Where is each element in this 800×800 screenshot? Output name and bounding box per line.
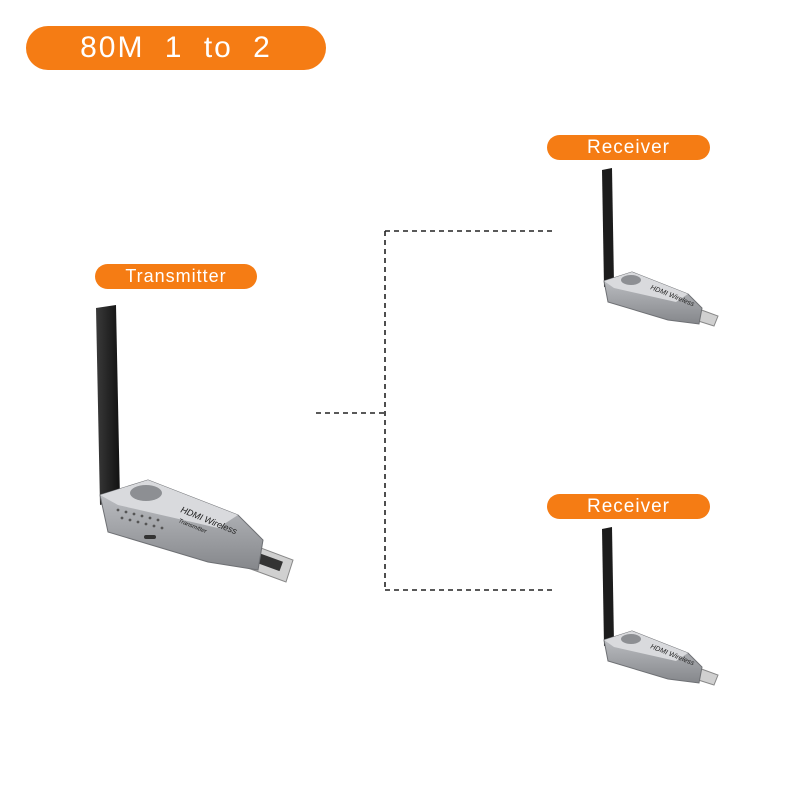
receiver-1-label: Receiver [547,135,710,160]
title-text: 80M 1 to 2 [80,31,272,64]
transmitter-label: Transmitter [95,264,257,289]
transmitter-label-text: Transmitter [125,266,227,286]
antenna-icon [602,168,614,287]
receiver-1-device: HDMI Wireless [602,168,719,327]
antenna-icon [602,527,614,646]
antenna-icon [96,305,120,505]
title-banner: 80M 1 to 2 [26,26,326,70]
receiver-1-label-text: Receiver [587,136,670,158]
receiver-2-device: HDMI Wireless [602,527,719,686]
receiver-2-label-text: Receiver [587,495,670,517]
receiver-2-label: Receiver [547,494,710,519]
transmitter-device: HDMI Wireless Transmitter [96,305,294,583]
